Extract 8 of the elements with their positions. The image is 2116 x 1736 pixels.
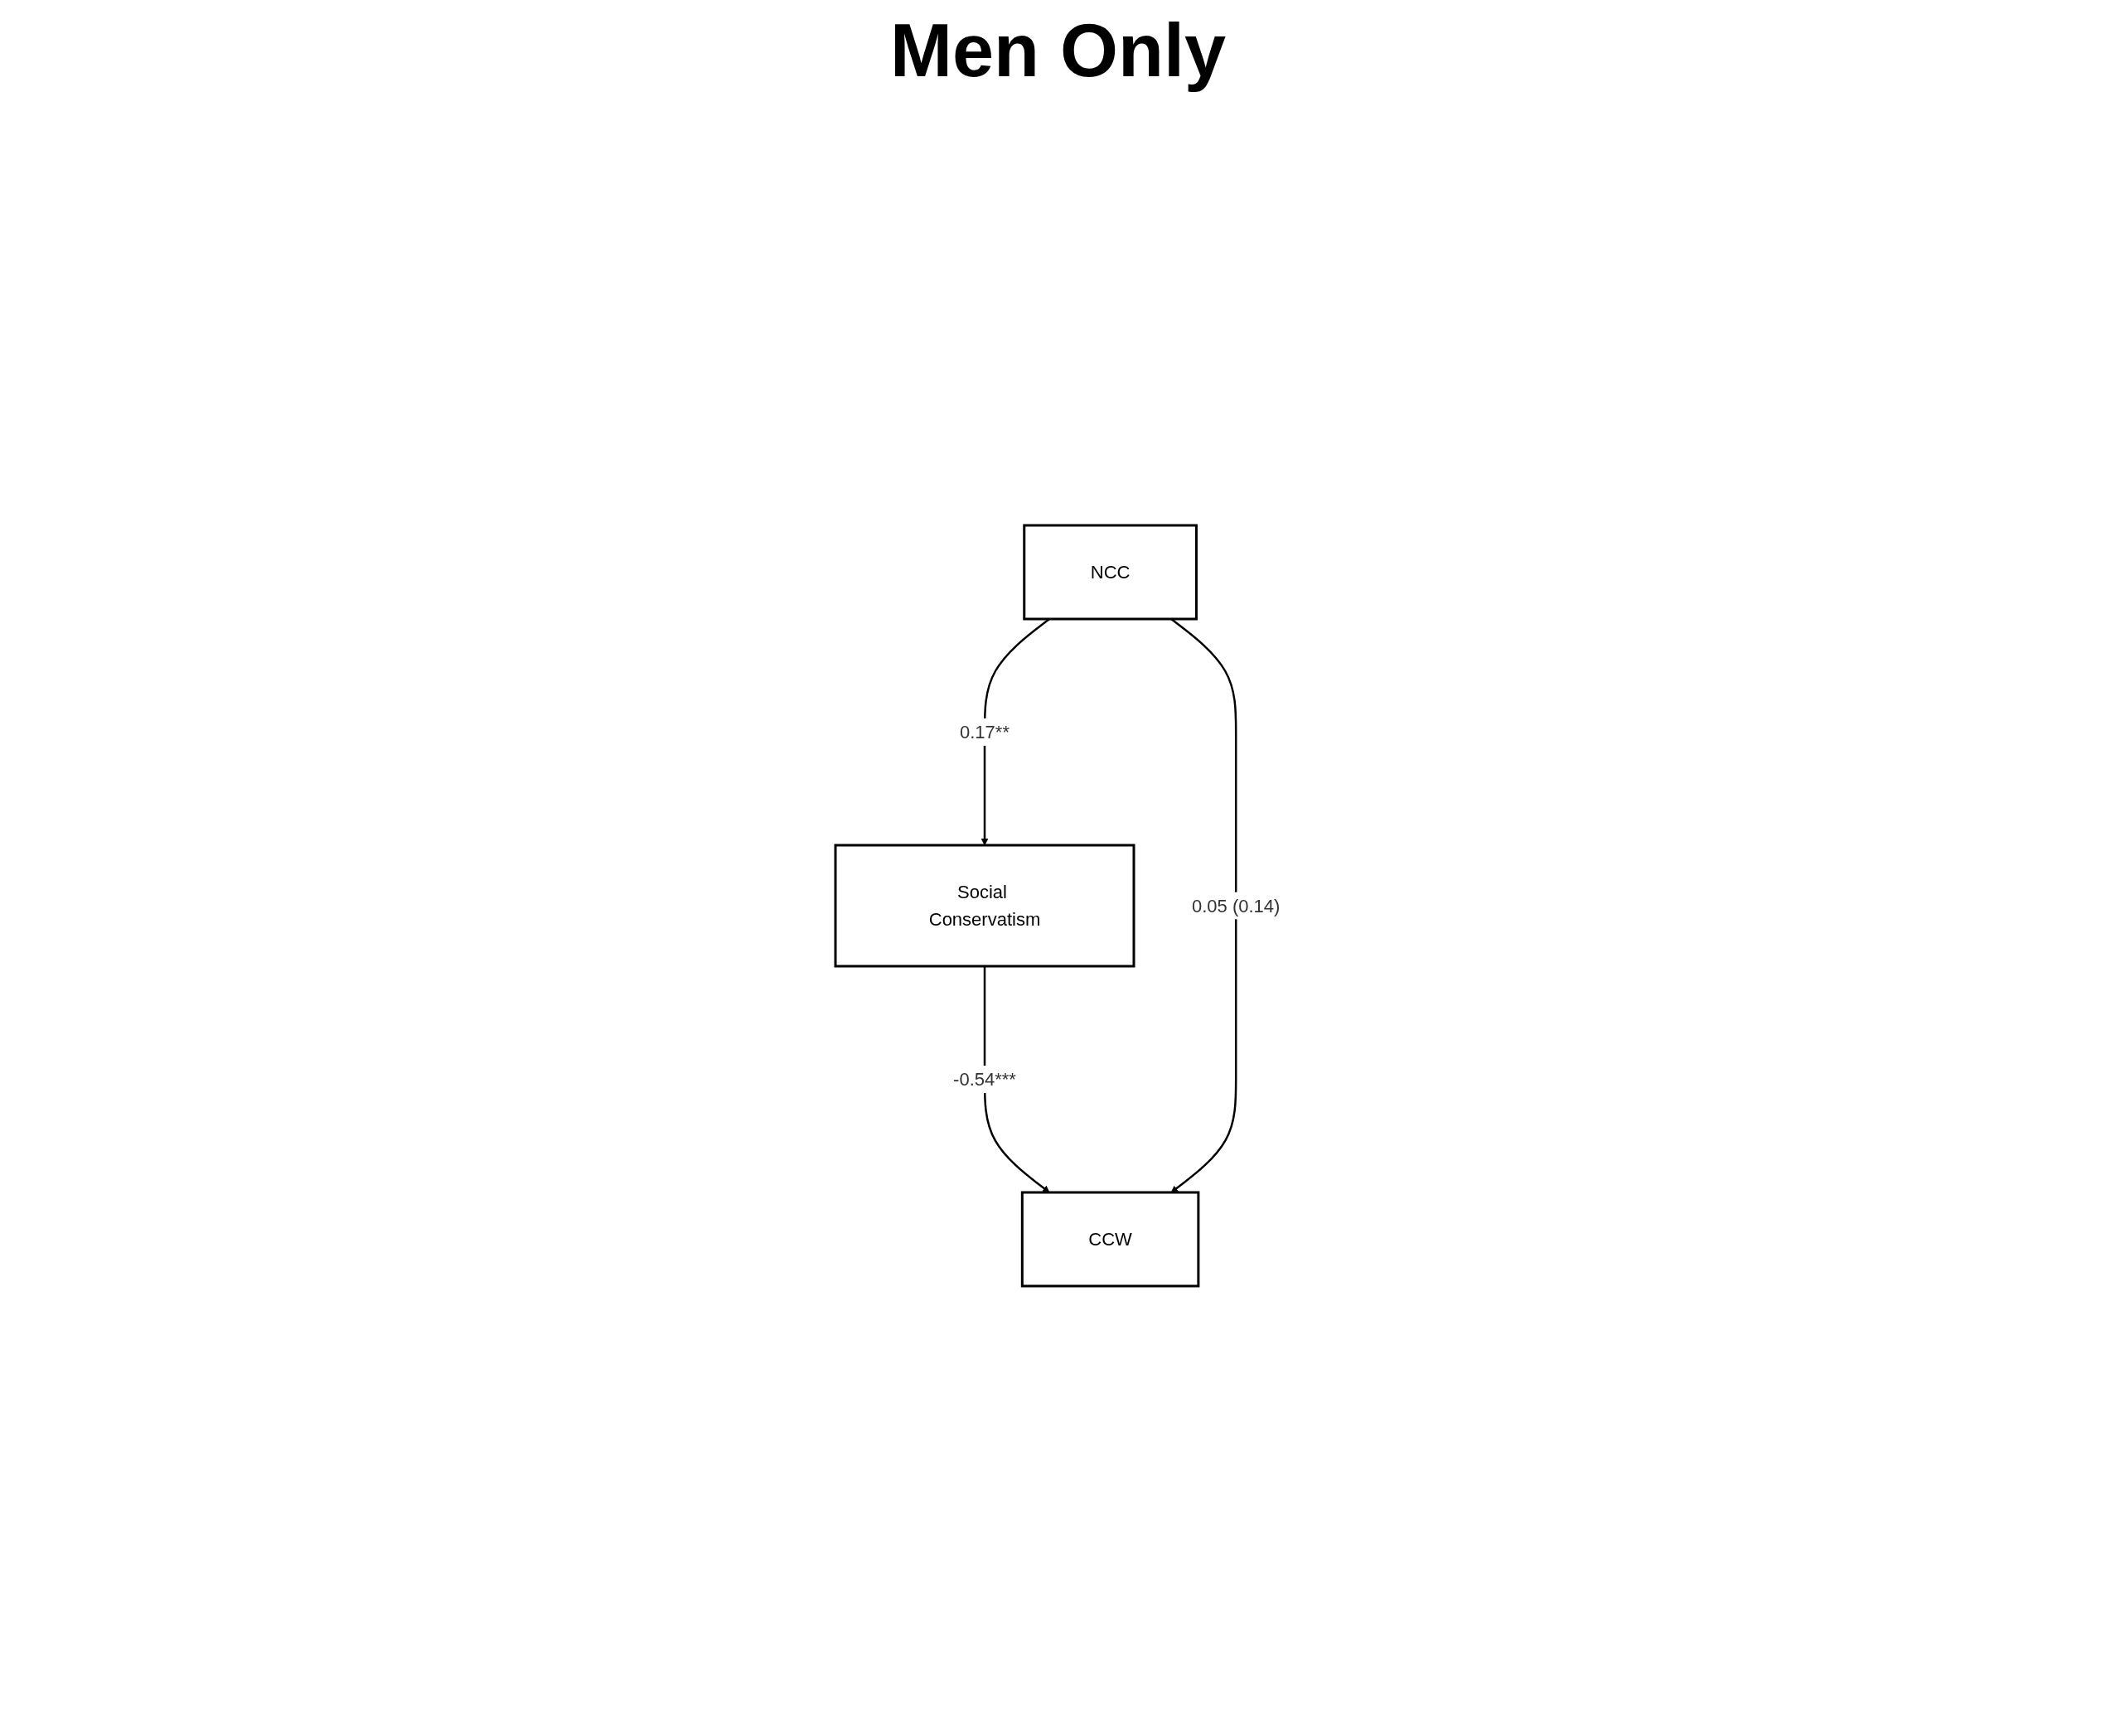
node-box: Social Conservatism (834, 844, 1135, 968)
node-box: NCC (1023, 524, 1198, 621)
node-box: CCW (1021, 1191, 1200, 1288)
arrow (984, 966, 1050, 1193)
diagram-title: Men Only (889, 8, 1227, 94)
edge-label: -0.54*** (953, 1069, 1017, 1090)
edge-label: 0.05 (0.14) (1192, 895, 1281, 916)
edge-label: 0.17** (960, 722, 1010, 742)
